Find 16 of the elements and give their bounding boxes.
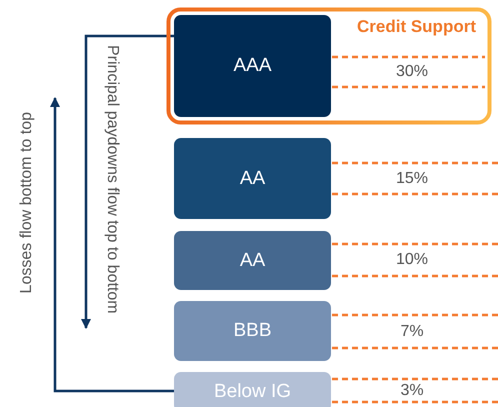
tranche-box: AAA — [174, 15, 331, 117]
percentage-value: 30% — [394, 62, 430, 82]
tranche-box: BBB — [174, 301, 331, 361]
tranche-box: AA — [174, 231, 331, 290]
percentage-value: 15% — [394, 168, 430, 188]
tranche-box: Below IG — [174, 372, 331, 407]
column-heading: Credit Support — [357, 17, 476, 37]
percentage-value: 3% — [399, 380, 425, 400]
percentage-value: 7% — [399, 322, 425, 342]
flow-arrow — [50, 97, 174, 392]
highlight-frame — [166, 7, 492, 125]
percentage-value: 10% — [394, 250, 430, 270]
flow-arrow — [81, 34, 174, 329]
tranche-box: AA — [174, 138, 331, 219]
edge-label: Losses flow bottom to top — [18, 112, 36, 294]
edge-label: Principal paydowns flow top to bottom — [103, 45, 121, 314]
